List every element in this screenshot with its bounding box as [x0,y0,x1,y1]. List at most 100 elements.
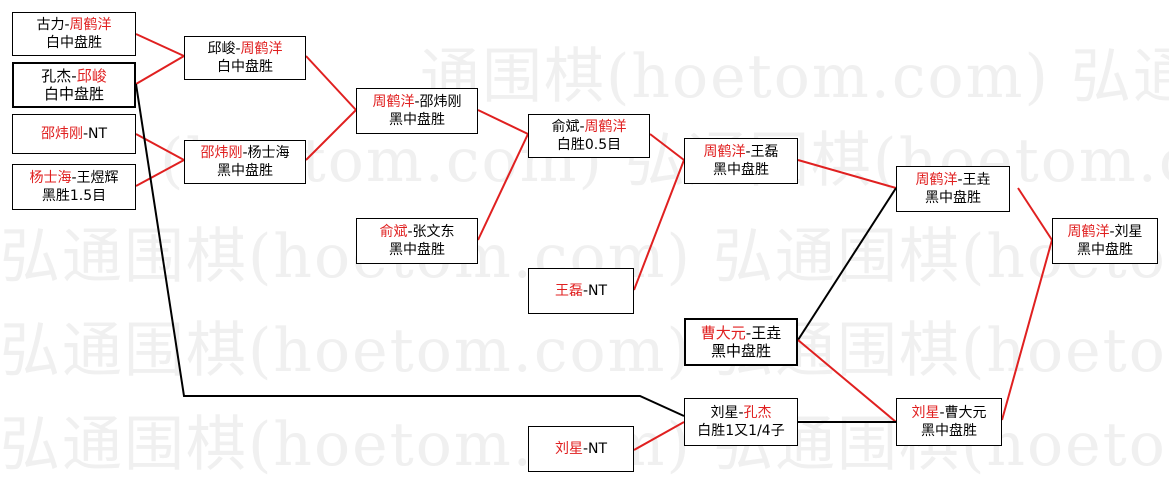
match-box: 古力-周鹤洋 白中盘胜 [12,12,136,56]
player-name: 刘星 [710,405,739,421]
player-name: 俞斌 [379,224,408,240]
match-players: 王磊-NT [554,283,608,299]
player-name: 曹大元 [700,324,746,342]
player-name: 邱峻 [76,67,107,85]
player-name: 周鹤洋 [240,41,283,57]
match-players: 邵炜刚-NT [40,126,108,142]
match-result: 白中盘胜 [43,85,104,103]
match-box: 邵炜刚-杨士海 黑中盘胜 [184,140,306,184]
player-name: 刘星 [911,405,940,421]
match-players: 俞斌-周鹤洋 [551,119,627,135]
player-name: 孔杰 [41,67,72,85]
link [135,133,185,161]
player-name: 曹大元 [944,405,987,421]
link [633,159,685,291]
link [633,421,685,451]
match-players: 周鹤洋-刘星 [1067,224,1143,240]
player-name: 王磊 [554,283,583,299]
match-box: 周鹤洋-刘星 黑中盘胜 [1052,218,1158,264]
match-result: 黑中盘胜 [710,342,771,360]
player-name: 周鹤洋 [69,17,112,33]
player-name: NT [588,441,608,457]
player-name: 周鹤洋 [372,94,415,110]
player-name: 刘星 [1114,224,1143,240]
player-name: 杨士海 [247,145,290,161]
player-name: 邵炜刚 [200,145,243,161]
match-box: 周鹤洋-王垚 黑中盘胜 [896,166,1010,212]
player-name: 周鹤洋 [703,144,746,160]
link [797,187,897,341]
match-box: 杨士海-王煜辉 黑胜1.5目 [12,164,136,210]
match-result: 黑中盘胜 [1077,242,1133,258]
player-name: 周鹤洋 [915,172,958,188]
match-box: 刘星-NT [528,426,634,472]
link [305,109,357,161]
match-result: 黑中盘胜 [389,242,445,258]
player-name: 古力 [36,17,65,33]
player-name: 邱峻 [207,41,236,57]
player-name: NT [88,126,108,142]
match-players: 孔杰-邱峻 [41,67,107,85]
player-name: 邵炜刚 [419,94,462,110]
match-result: 黑胜1.5目 [41,188,107,204]
match-result: 白胜1又1/4子 [697,423,785,439]
link [135,159,185,187]
match-box: 王磊-NT [528,268,634,314]
link [135,33,185,57]
match-box: 周鹤洋-邵炜刚 黑中盘胜 [356,88,478,134]
match-box: 邵炜刚-NT [12,114,136,154]
link [797,339,897,423]
match-players: 曹大元-王垚 [700,324,782,342]
match-result: 黑中盘胜 [921,423,977,439]
match-box: 曹大元-王垚 黑中盘胜 [684,318,798,366]
match-players: 周鹤洋-邵炜刚 [372,94,462,110]
match-result: 白胜0.5目 [556,137,622,153]
match-players: 刘星-NT [554,441,608,457]
link [477,133,529,241]
player-name: 刘星 [554,441,583,457]
match-players: 周鹤洋-王磊 [703,144,779,160]
link [135,55,185,85]
match-box: 周鹤洋-王磊 黑中盘胜 [684,138,798,184]
match-box: 刘星-孔杰 白胜1又1/4子 [684,398,798,446]
match-players: 古力-周鹤洋 [36,17,112,33]
match-players: 刘星-曹大元 [911,405,987,421]
match-result: 黑中盘胜 [389,112,445,128]
player-name: 邵炜刚 [40,126,83,142]
player-name: NT [588,283,608,299]
player-name: 俞斌 [551,119,580,135]
match-players: 杨士海-王煜辉 [29,170,119,186]
player-name: 王垚 [962,172,991,188]
player-name: 孔杰 [743,405,772,421]
player-name: 王煜辉 [76,170,119,186]
link [305,55,357,111]
link [1017,187,1053,241]
match-result: 黑中盘胜 [925,190,981,206]
player-name: 周鹤洋 [1067,224,1110,240]
match-result: 白中盘胜 [217,59,273,75]
match-box: 俞斌-周鹤洋 白胜0.5目 [528,114,650,158]
match-box: 邱峻-周鹤洋 白中盘胜 [184,36,306,80]
match-players: 俞斌-张文东 [379,224,455,240]
match-box: 孔杰-邱峻 白中盘胜 [12,62,136,108]
link [135,83,685,417]
match-box: 俞斌-张文东 黑中盘胜 [356,218,478,264]
match-result: 白中盘胜 [46,35,102,51]
match-players: 邵炜刚-杨士海 [200,145,290,161]
match-players: 刘星-孔杰 [710,405,772,421]
link [1001,239,1053,421]
link [477,109,529,135]
player-name: 杨士海 [29,170,72,186]
player-name: 张文东 [412,224,455,240]
link [649,133,685,161]
player-name: 周鹤洋 [584,119,627,135]
player-name: 王磊 [750,144,779,160]
player-name: 王垚 [751,324,782,342]
match-players: 周鹤洋-王垚 [915,172,991,188]
link [797,159,897,189]
match-box: 刘星-曹大元 黑中盘胜 [896,398,1002,446]
match-result: 黑中盘胜 [217,163,273,179]
match-result: 黑中盘胜 [713,162,769,178]
match-players: 邱峻-周鹤洋 [207,41,283,57]
